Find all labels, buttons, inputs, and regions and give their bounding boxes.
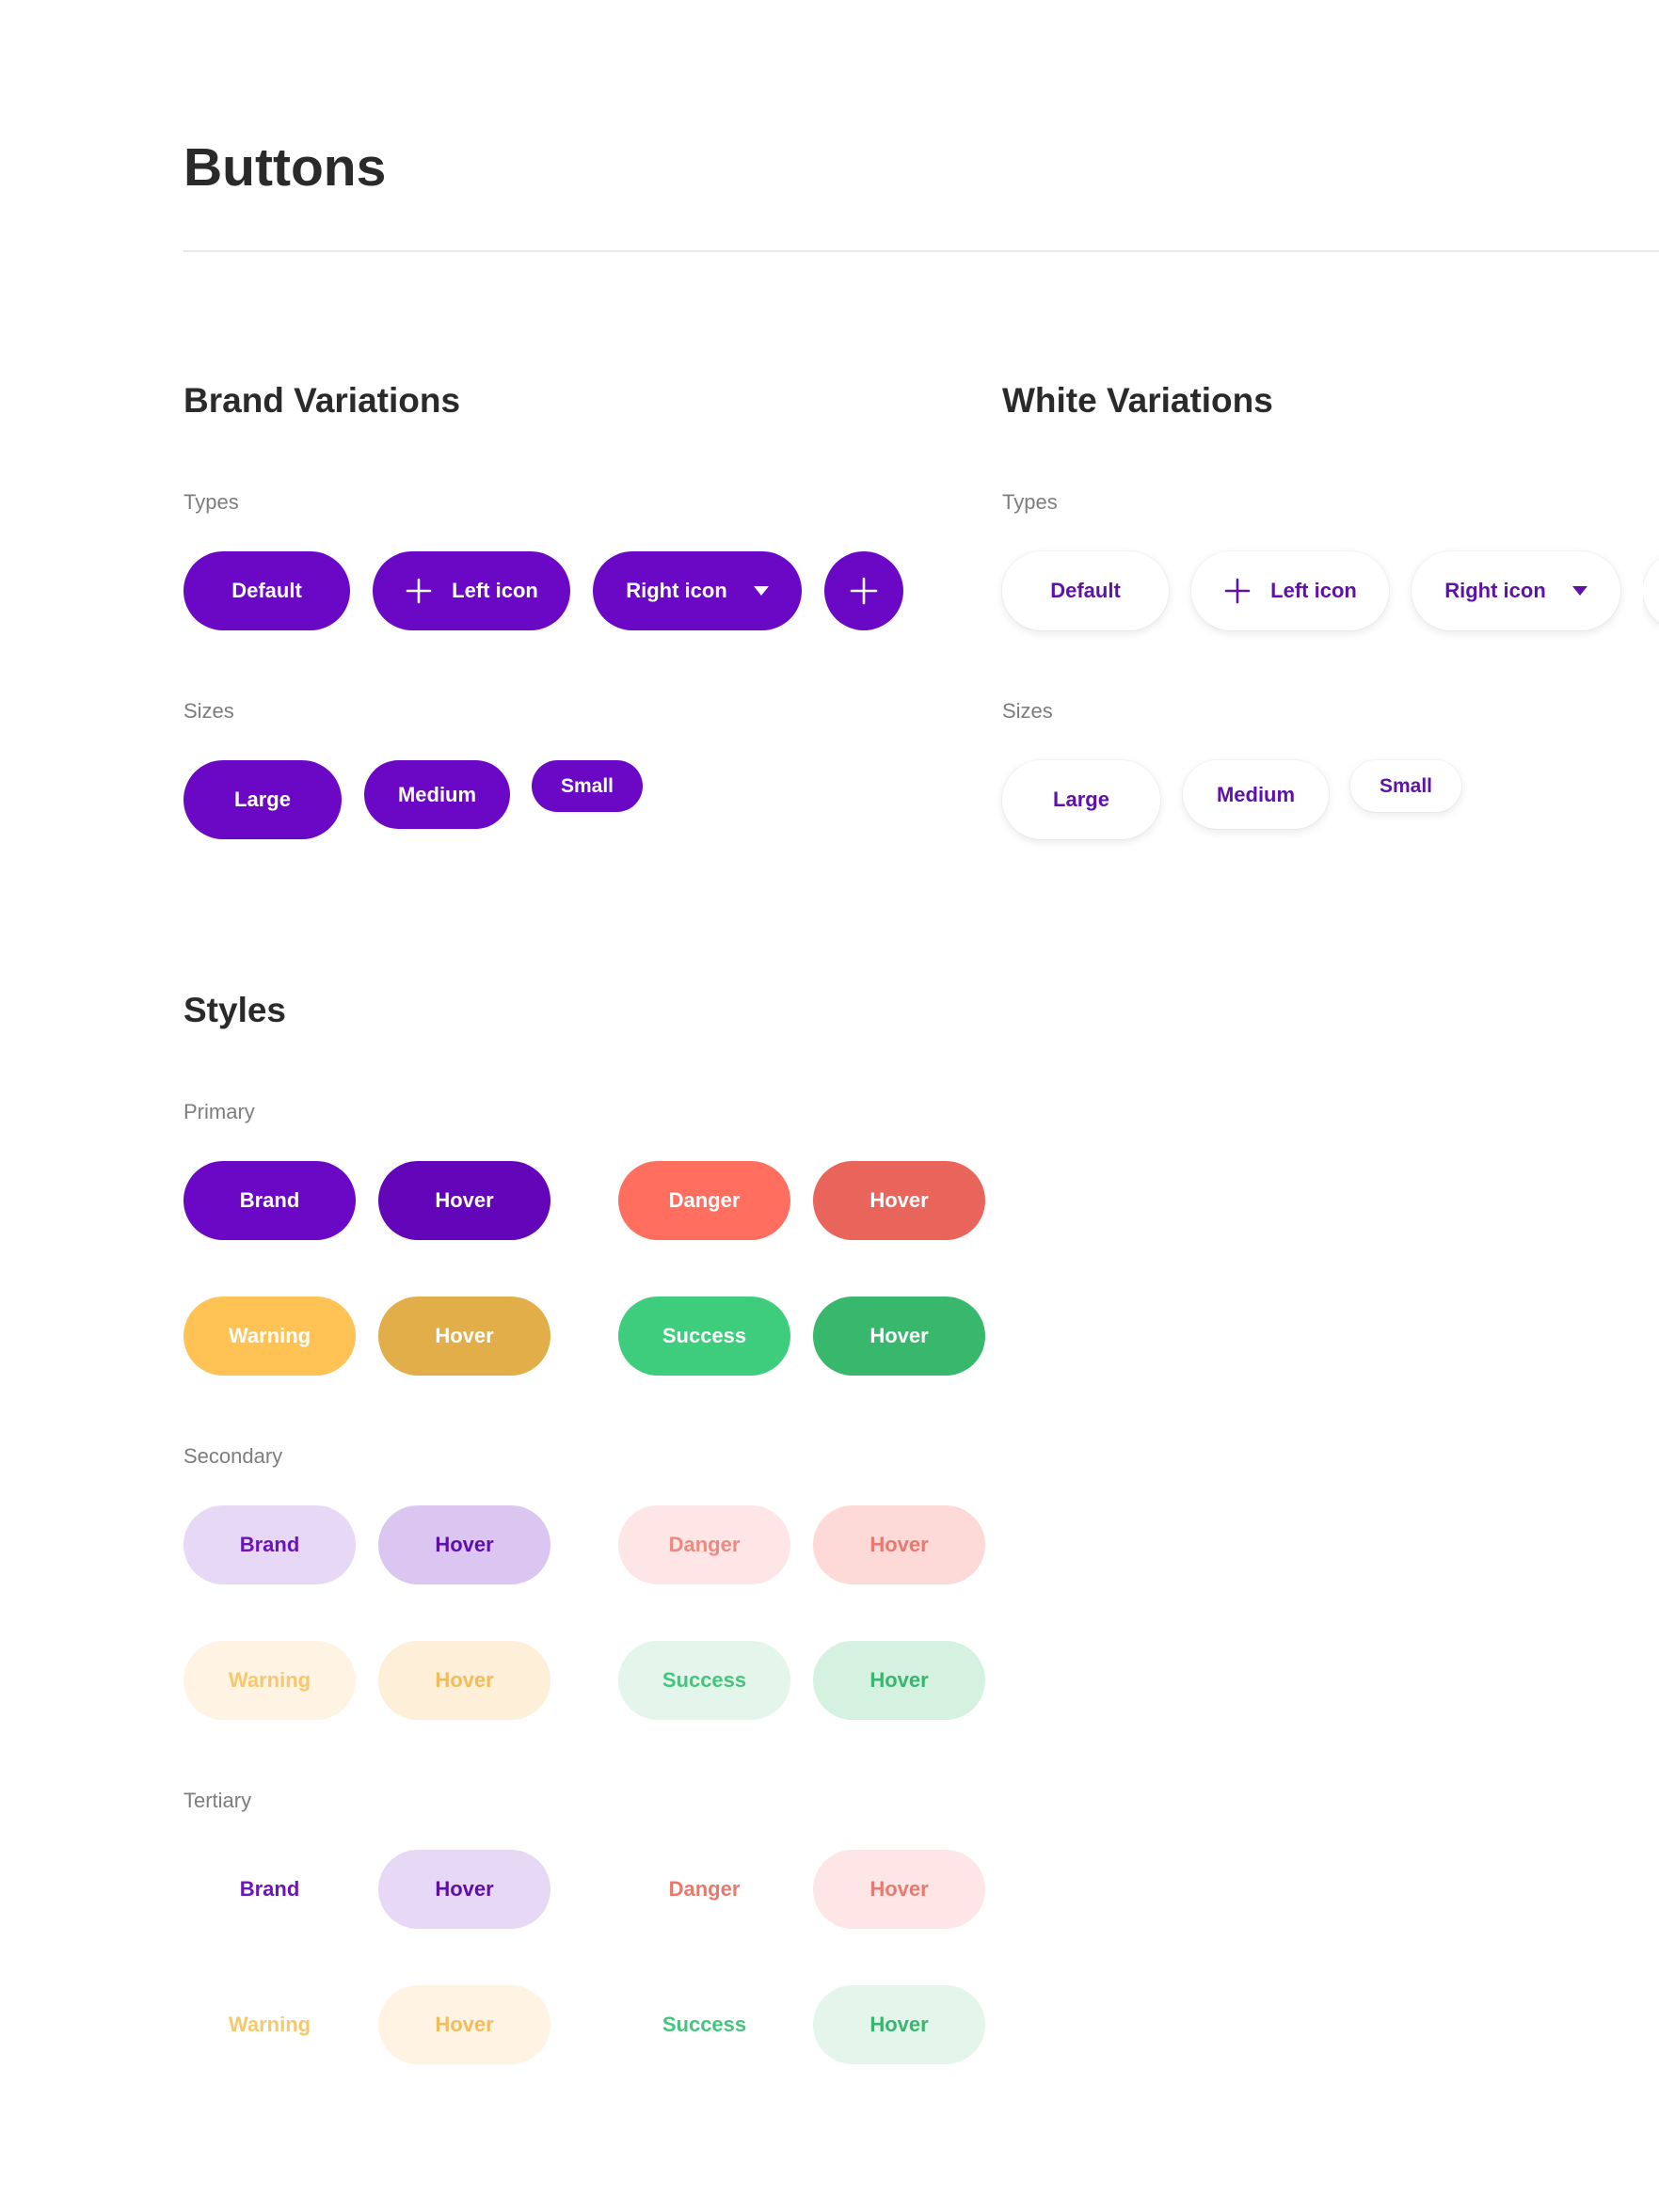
- button-label: Small: [560, 774, 614, 797]
- white-default-button[interactable]: Default: [1002, 551, 1169, 630]
- white-icon-only-button[interactable]: [1643, 551, 1659, 630]
- brand-left-icon-button[interactable]: Left icon: [373, 551, 570, 630]
- button-label: Warning: [228, 2013, 311, 2036]
- button-label: Medium: [397, 782, 477, 806]
- button-label: Danger: [668, 1533, 741, 1556]
- primary-brand-button[interactable]: Brand: [183, 1161, 356, 1240]
- button-label: Default: [1050, 579, 1121, 602]
- button-label: Warning: [228, 1324, 311, 1347]
- secondary-brand-button[interactable]: Brand: [183, 1505, 356, 1584]
- secondary-hover-button[interactable]: Hover: [813, 1641, 985, 1720]
- button-label: Danger: [668, 1877, 741, 1901]
- tertiary-hover-button[interactable]: Hover: [378, 1985, 550, 2064]
- plus-icon: [1223, 577, 1252, 605]
- secondary-hover-button[interactable]: Hover: [378, 1505, 550, 1584]
- button-label: Large: [234, 788, 291, 811]
- button-label: Hover: [435, 1324, 494, 1347]
- brand-small-button[interactable]: Small: [532, 760, 643, 812]
- plus-icon: [405, 577, 433, 605]
- button-label: Hover: [869, 1324, 929, 1347]
- tertiary-hover-button[interactable]: Hover: [813, 1850, 985, 1929]
- button-label: Hover: [435, 1188, 494, 1212]
- button-label: Success: [662, 1668, 747, 1692]
- primary-hover-button[interactable]: Hover: [378, 1161, 550, 1240]
- primary-success-button[interactable]: Success: [618, 1297, 790, 1376]
- button-label: Hover: [435, 1877, 494, 1901]
- button-label: Brand: [239, 1533, 300, 1556]
- button-label: Hover: [869, 1668, 929, 1692]
- button-label: Danger: [668, 1188, 741, 1212]
- primary-label: Primary: [183, 1100, 255, 1123]
- button-label: Small: [1379, 774, 1433, 797]
- secondary-success-button[interactable]: Success: [618, 1641, 790, 1720]
- white-left-icon-button[interactable]: Left icon: [1191, 551, 1389, 630]
- white-types-label: Types: [1002, 490, 1058, 514]
- page-title: Buttons: [183, 137, 387, 198]
- primary-hover-button[interactable]: Hover: [378, 1297, 550, 1376]
- brand-sizes-label: Sizes: [183, 699, 234, 723]
- brand-large-button[interactable]: Large: [183, 760, 342, 839]
- caret-down-icon: [1571, 586, 1587, 596]
- styles-title: Styles: [183, 991, 287, 1029]
- brand-types-label: Types: [183, 490, 239, 514]
- white-sizes-label: Sizes: [1002, 699, 1053, 723]
- button-label: Warning: [228, 1668, 311, 1692]
- button-label: Success: [662, 2013, 747, 2036]
- button-label: Brand: [239, 1877, 300, 1901]
- button-label: Hover: [869, 2013, 929, 2036]
- button-label: Right icon: [1444, 579, 1546, 602]
- header-divider: [183, 250, 1659, 252]
- secondary-hover-button[interactable]: Hover: [813, 1505, 985, 1584]
- white-right-icon-button[interactable]: Right icon: [1412, 551, 1620, 630]
- secondary-warning-button[interactable]: Warning: [183, 1641, 356, 1720]
- tertiary-hover-button[interactable]: Hover: [813, 1985, 985, 2064]
- white-icon-only-button-clip: [1643, 551, 1659, 630]
- plus-icon: [849, 576, 879, 606]
- button-label: Hover: [869, 1533, 929, 1556]
- white-small-button[interactable]: Small: [1350, 760, 1461, 812]
- tertiary-brand-button[interactable]: Brand: [183, 1850, 356, 1929]
- primary-hover-button[interactable]: Hover: [813, 1161, 985, 1240]
- brand-variations-title: Brand Variations: [183, 381, 461, 420]
- tertiary-label: Tertiary: [183, 1789, 252, 1812]
- button-label: Left icon: [1270, 579, 1357, 602]
- primary-danger-button[interactable]: Danger: [618, 1161, 790, 1240]
- button-label: Brand: [239, 1188, 300, 1212]
- caret-down-icon: [753, 586, 769, 596]
- button-label: Hover: [435, 1668, 494, 1692]
- secondary-danger-button[interactable]: Danger: [618, 1505, 790, 1584]
- white-variations-title: White Variations: [1002, 381, 1273, 420]
- brand-medium-button[interactable]: Medium: [364, 760, 510, 829]
- button-label: Hover: [869, 1188, 929, 1212]
- button-label: Success: [662, 1324, 747, 1347]
- tertiary-success-button[interactable]: Success: [618, 1985, 790, 2064]
- button-label: Hover: [435, 1533, 494, 1556]
- secondary-hover-button[interactable]: Hover: [378, 1641, 550, 1720]
- brand-default-button[interactable]: Default: [183, 551, 350, 630]
- button-label: Left icon: [452, 579, 538, 602]
- secondary-label: Secondary: [183, 1444, 283, 1468]
- tertiary-danger-button[interactable]: Danger: [618, 1850, 790, 1929]
- white-large-button[interactable]: Large: [1002, 760, 1160, 839]
- brand-icon-only-button[interactable]: [824, 551, 903, 630]
- button-label: Default: [231, 579, 302, 602]
- primary-hover-button[interactable]: Hover: [813, 1297, 985, 1376]
- button-label: Hover: [435, 2013, 494, 2036]
- button-label: Right icon: [626, 579, 727, 602]
- brand-right-icon-button[interactable]: Right icon: [593, 551, 802, 630]
- primary-warning-button[interactable]: Warning: [183, 1297, 356, 1376]
- tertiary-hover-button[interactable]: Hover: [378, 1850, 550, 1929]
- tertiary-warning-button[interactable]: Warning: [183, 1985, 356, 2064]
- button-label: Medium: [1216, 782, 1296, 806]
- white-medium-button[interactable]: Medium: [1183, 760, 1329, 829]
- button-label: Large: [1053, 788, 1109, 811]
- button-label: Hover: [869, 1877, 929, 1901]
